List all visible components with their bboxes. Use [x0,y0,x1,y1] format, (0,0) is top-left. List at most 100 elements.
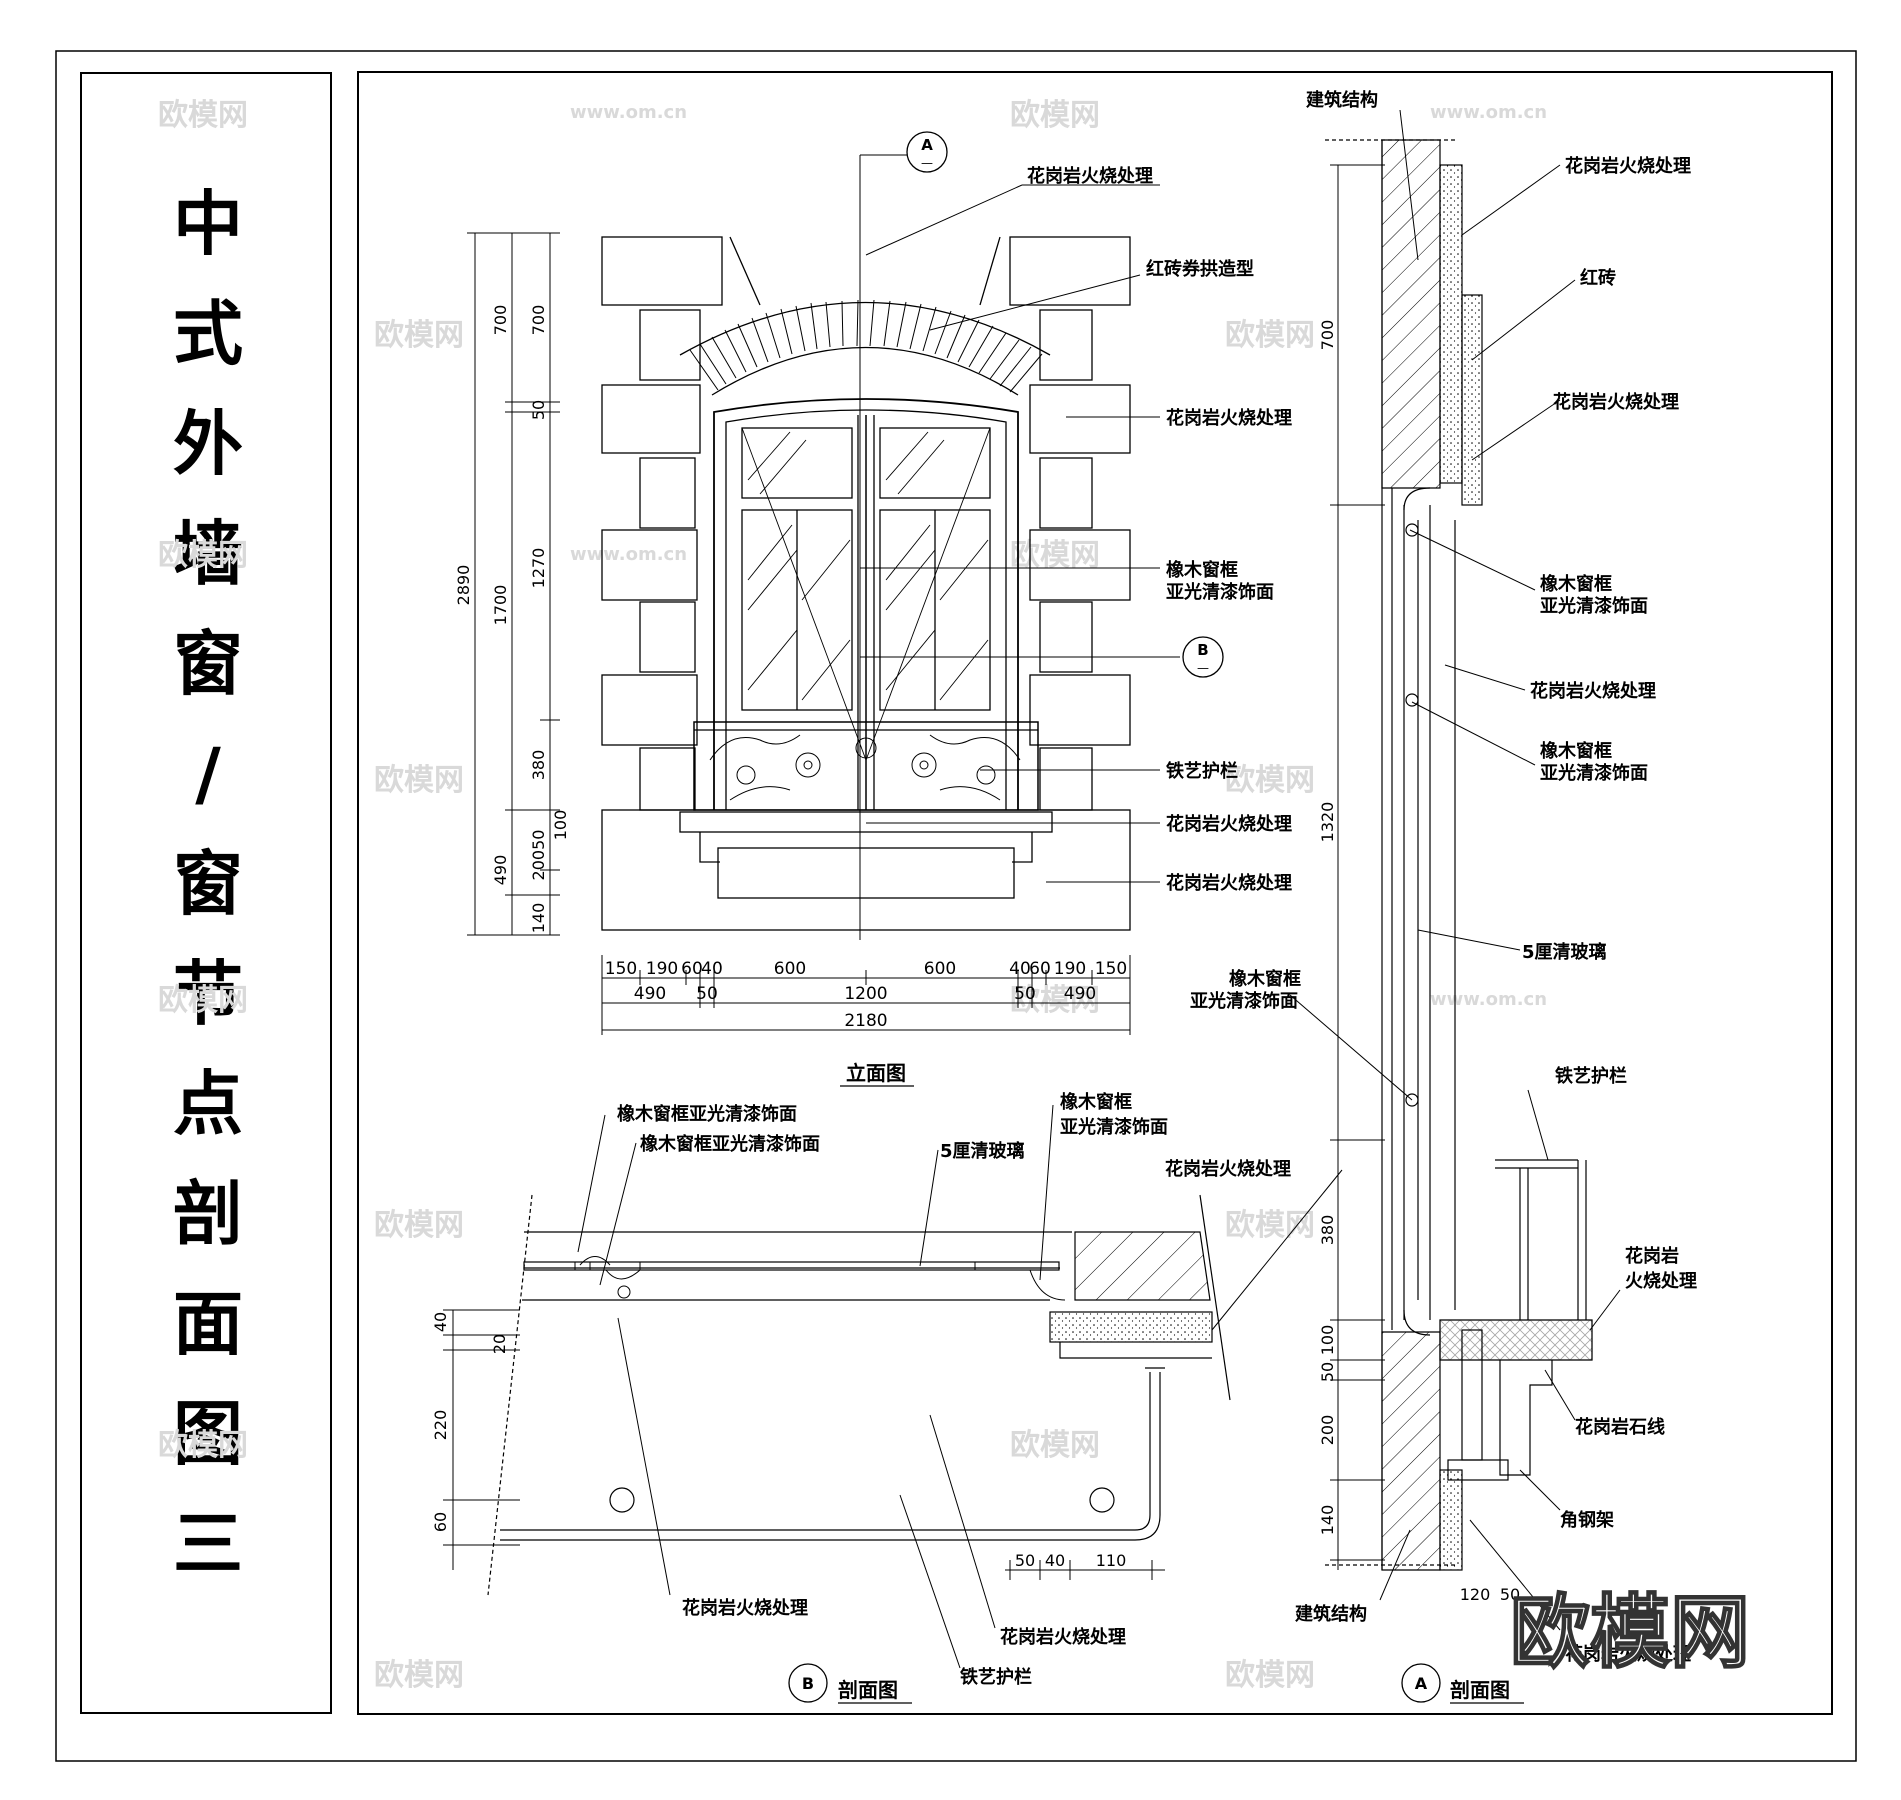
watermark-text: 欧模网 [374,1208,464,1243]
dim-text: 2890 [454,565,473,606]
dim-text: 380 [529,750,548,781]
label-finish: 火烧处理 [1625,1270,1697,1292]
dim-text: 50 [1500,1585,1520,1604]
elevation-labels: 花岗岩火烧处理 红砖券拱造型 花岗岩火烧处理 橡木窗框 亚光清漆饰面 铁艺护栏 … [1027,165,1292,894]
dim-text: 140 [1318,1505,1337,1536]
section-b-labels: 橡木窗框亚光清漆饰面 橡木窗框亚光清漆饰面 5厘清玻璃 橡木窗框 亚光清漆饰面 … [617,1091,1291,1688]
label-railing: 铁艺护栏 [960,1666,1032,1688]
elevation-view [601,154,1180,940]
dim-text: 190 [646,959,678,979]
title-char: 中 [173,182,243,265]
dim-text: 60 [1029,959,1051,979]
marker-sub: — [921,156,933,170]
watermark-text: 欧模网 [1010,538,1100,573]
watermark-text: 欧模网 [158,1428,248,1463]
section-a-title: A 剖面图 [1401,1663,1524,1704]
title-char: 点 [173,1062,243,1145]
title-char: 图 [173,1392,243,1475]
title-char: 窗 [173,622,243,705]
section-marker-b: B — [1182,636,1224,678]
watermark-text: 欧模网 [158,983,248,1018]
dim-text: 50 [1014,984,1036,1004]
dim-text: 1200 [844,984,887,1004]
label-finish: 亚光清漆饰面 [1540,595,1648,617]
section-b-dims-text: 40 20 220 60 50 40 110 [431,1312,1126,1570]
title-char: 窗 [173,842,243,925]
elevation-view-title: 立面图 [846,1061,906,1085]
dim-text: 700 [491,305,510,336]
dim-text: 490 [491,855,510,886]
title-char: 外 [173,402,243,485]
label-oak-frame: 橡木窗框亚光清漆饰面 [617,1103,797,1125]
dim-text: 150 [1095,959,1127,979]
label-railing: 铁艺护栏 [1555,1065,1627,1087]
watermark-text: 欧模网 [158,538,248,573]
dim-text: 100 [1318,1325,1337,1356]
title-char: 面 [173,1282,243,1365]
brick-arch-voussoirs [689,299,1043,393]
label-oak-frame: 橡木窗框亚光清漆饰面 [640,1133,820,1155]
dim-text: 60 [431,1512,450,1532]
elevation-dims-bottom [601,955,1131,1035]
section-a-leaders [1289,109,1621,1631]
watermark-text: 欧模网 [1225,1658,1315,1693]
sheet-border-inner [357,71,1833,1715]
dim-text: 140 [529,903,548,934]
elevation-dims-bottom-text: 150 190 60 40 600 600 40 60 190 150 490 … [605,959,1127,1031]
marker-sub: — [1197,661,1209,675]
section-a-labels: 建筑结构 花岗岩火烧处理 红砖 花岗岩火烧处理 橡木窗框 亚光清漆饰面 花岗岩火… [1190,89,1697,1665]
railing-ornament [709,734,1021,801]
dim-text: 490 [1064,984,1096,1004]
dim-text: 2180 [844,1011,887,1031]
watermarks: 欧模网 www.om.cn 欧模网 www.om.cn 欧模网 欧模网 欧模网 … [158,98,1547,1693]
section-marker-a: A — [906,131,948,173]
label-oak-frame: 橡木窗框 [1540,573,1612,595]
label-oak-frame: 橡木窗框 [1540,740,1612,762]
dim-text: 190 [1054,959,1086,979]
drawing-title: 中 式 外 墙 窗 / 窗 节 点 剖 面 图 三 [82,169,334,1599]
dim-text: 120 [1460,1585,1491,1604]
label-finish: 亚光清漆饰面 [1190,990,1298,1012]
label-granite: 花岗岩 [1625,1245,1679,1267]
title-char: 式 [173,292,243,375]
dim-text: 40 [701,959,723,979]
title-char: 剖 [173,1172,243,1255]
elevation-dims-left [467,232,560,936]
label-granite: 花岗岩火烧处理 [1000,1626,1126,1648]
marker-letter: A [921,136,933,154]
title-char: 三 [173,1502,243,1585]
watermark-url: www.om.cn [570,102,687,123]
watermark-text: 欧模网 [374,318,464,353]
label-granite-line: 花岗岩石线 [1575,1416,1665,1438]
label-granite: 花岗岩火烧处理 [682,1597,808,1619]
label-granite: 花岗岩火烧处理 [1165,1158,1291,1180]
watermark-text: 欧模网 [1010,983,1100,1018]
dim-text: 1320 [1318,802,1337,843]
section-a-view [1325,139,1593,1571]
watermark-text: 欧模网 [374,1658,464,1693]
marker-letter: A [1415,1674,1428,1693]
dim-text: 490 [634,984,666,1004]
label-structure: 建筑结构 [1295,1603,1367,1625]
title-char: 墙 [173,512,243,595]
dim-text: 50 [696,984,718,1004]
section-a-dims-text: 700 1320 380 100 50 200 140 120 50 [1318,320,1520,1604]
dim-text: 600 [774,959,806,979]
watermark-text: 欧模网 [1010,98,1100,133]
dim-text: 20 [490,1334,509,1354]
title-char: 节 [173,952,243,1035]
label-granite: 花岗岩火烧处理 [1166,407,1292,429]
dim-text: 600 [924,959,956,979]
dim-text: 380 [1318,1215,1337,1246]
watermark-text: 欧模网 [1010,1428,1100,1463]
watermark-text: 欧模网 [374,763,464,798]
dim-text: 40 [1009,959,1031,979]
dim-text: 700 [1318,320,1337,351]
glass-hatch [741,427,991,761]
label-brick-arch: 红砖券拱造型 [1146,258,1254,280]
dim-text: 60 [681,959,703,979]
dim-text: 50 [1318,1362,1337,1382]
dim-text: 150 [605,959,637,979]
label-oak-frame: 橡木窗框 [1166,559,1238,581]
